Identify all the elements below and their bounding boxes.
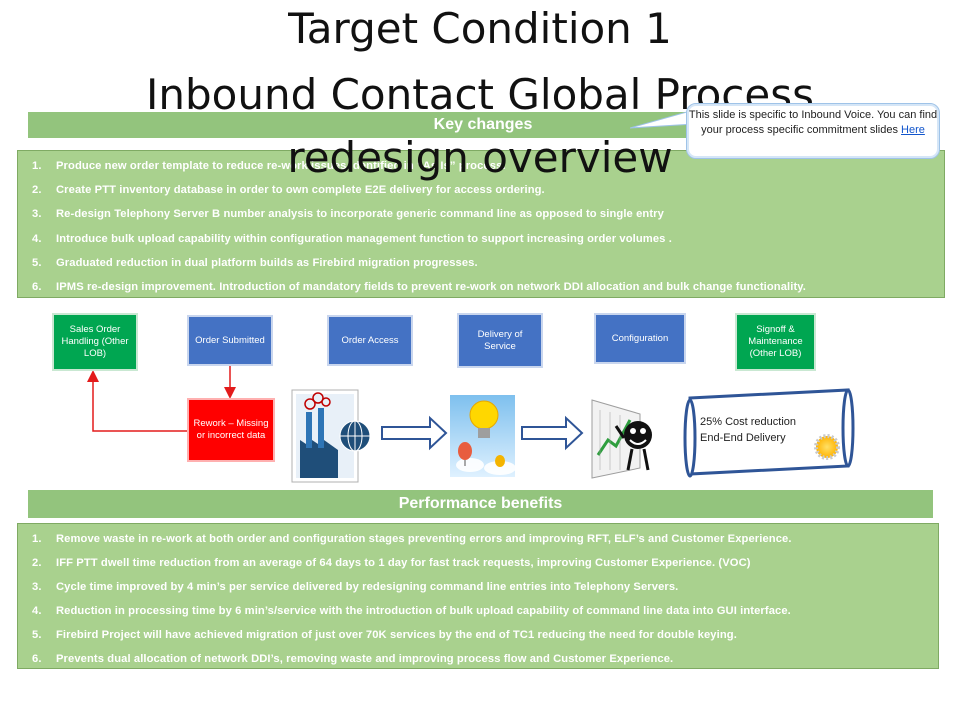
- list-item: 5.Firebird Project will have achieved mi…: [32, 629, 737, 641]
- list-item: 5.Graduated reduction in dual platform b…: [32, 256, 478, 269]
- outcome-scroll: [683, 388, 855, 478]
- lightbulb-icon: [450, 395, 516, 477]
- list-item: 4.Reduction in processing time by 6 min’…: [32, 605, 791, 617]
- performance-benefits-heading: Performance benefits: [28, 490, 933, 518]
- outcome-text: 25% Cost reduction End-End Delivery: [700, 414, 796, 446]
- list-item: 1.Remove waste in re-work at both order …: [32, 533, 792, 545]
- list-item: 6.IPMS re-design improvement. Introducti…: [32, 281, 806, 294]
- slide-title-line1: Target Condition 1: [288, 4, 672, 53]
- list-item: 2.Create PTT inventory database in order…: [32, 184, 545, 197]
- list-item: 3.Cycle time improved by 4 min’s per ser…: [32, 581, 679, 593]
- list-item: 1.Produce new order template to reduce r…: [32, 160, 506, 172]
- rework-arrows: [87, 366, 236, 432]
- stage-signoff-maintenance: Signoff & Maintenance (Other LOB): [735, 313, 816, 371]
- list-item: 6.Prevents dual allocation of network DD…: [32, 653, 674, 665]
- slide-title-line3: redesign overview: [287, 133, 673, 182]
- key-changes-box: 1.Produce new order template to reduce r…: [17, 150, 945, 298]
- callout-text: This slide is specific to Inbound Voice.…: [688, 109, 938, 136]
- stage-order-access: Order Access: [327, 315, 413, 366]
- factory-icon: [291, 389, 371, 483]
- stage-configuration: Configuration: [594, 313, 686, 364]
- flow-arrow-1: [381, 415, 448, 451]
- key-changes-list: 1.Produce new order template to reduce r…: [18, 151, 944, 299]
- stage-order-submitted: Order Submitted: [187, 315, 273, 366]
- stage-sales-order-handling: Sales Order Handling (Other LOB): [52, 313, 138, 371]
- list-item: 3.Re-design Telephony Server B number an…: [32, 208, 664, 221]
- performance-benefits-list: 1.Remove waste in re-work at both order …: [18, 524, 938, 671]
- callout-note: This slide is specific to Inbound Voice.…: [686, 103, 940, 159]
- outcome-line2: End-End Delivery: [700, 432, 786, 444]
- growth-chart-icon: [591, 399, 652, 479]
- list-item: 2.IFF PTT dwell time reduction from an a…: [32, 557, 751, 569]
- outcome-line1: 25% Cost reduction: [700, 416, 796, 428]
- list-item: 4.Introduce bulk upload capability withi…: [32, 232, 672, 245]
- stage-rework: Rework – Missing or incorrect data: [187, 398, 275, 462]
- flow-arrow-2: [521, 415, 584, 451]
- stage-delivery-of-service: Delivery of Service: [457, 313, 543, 368]
- performance-benefits-box: 1.Remove waste in re-work at both order …: [17, 523, 939, 669]
- here-link[interactable]: Here: [901, 124, 925, 136]
